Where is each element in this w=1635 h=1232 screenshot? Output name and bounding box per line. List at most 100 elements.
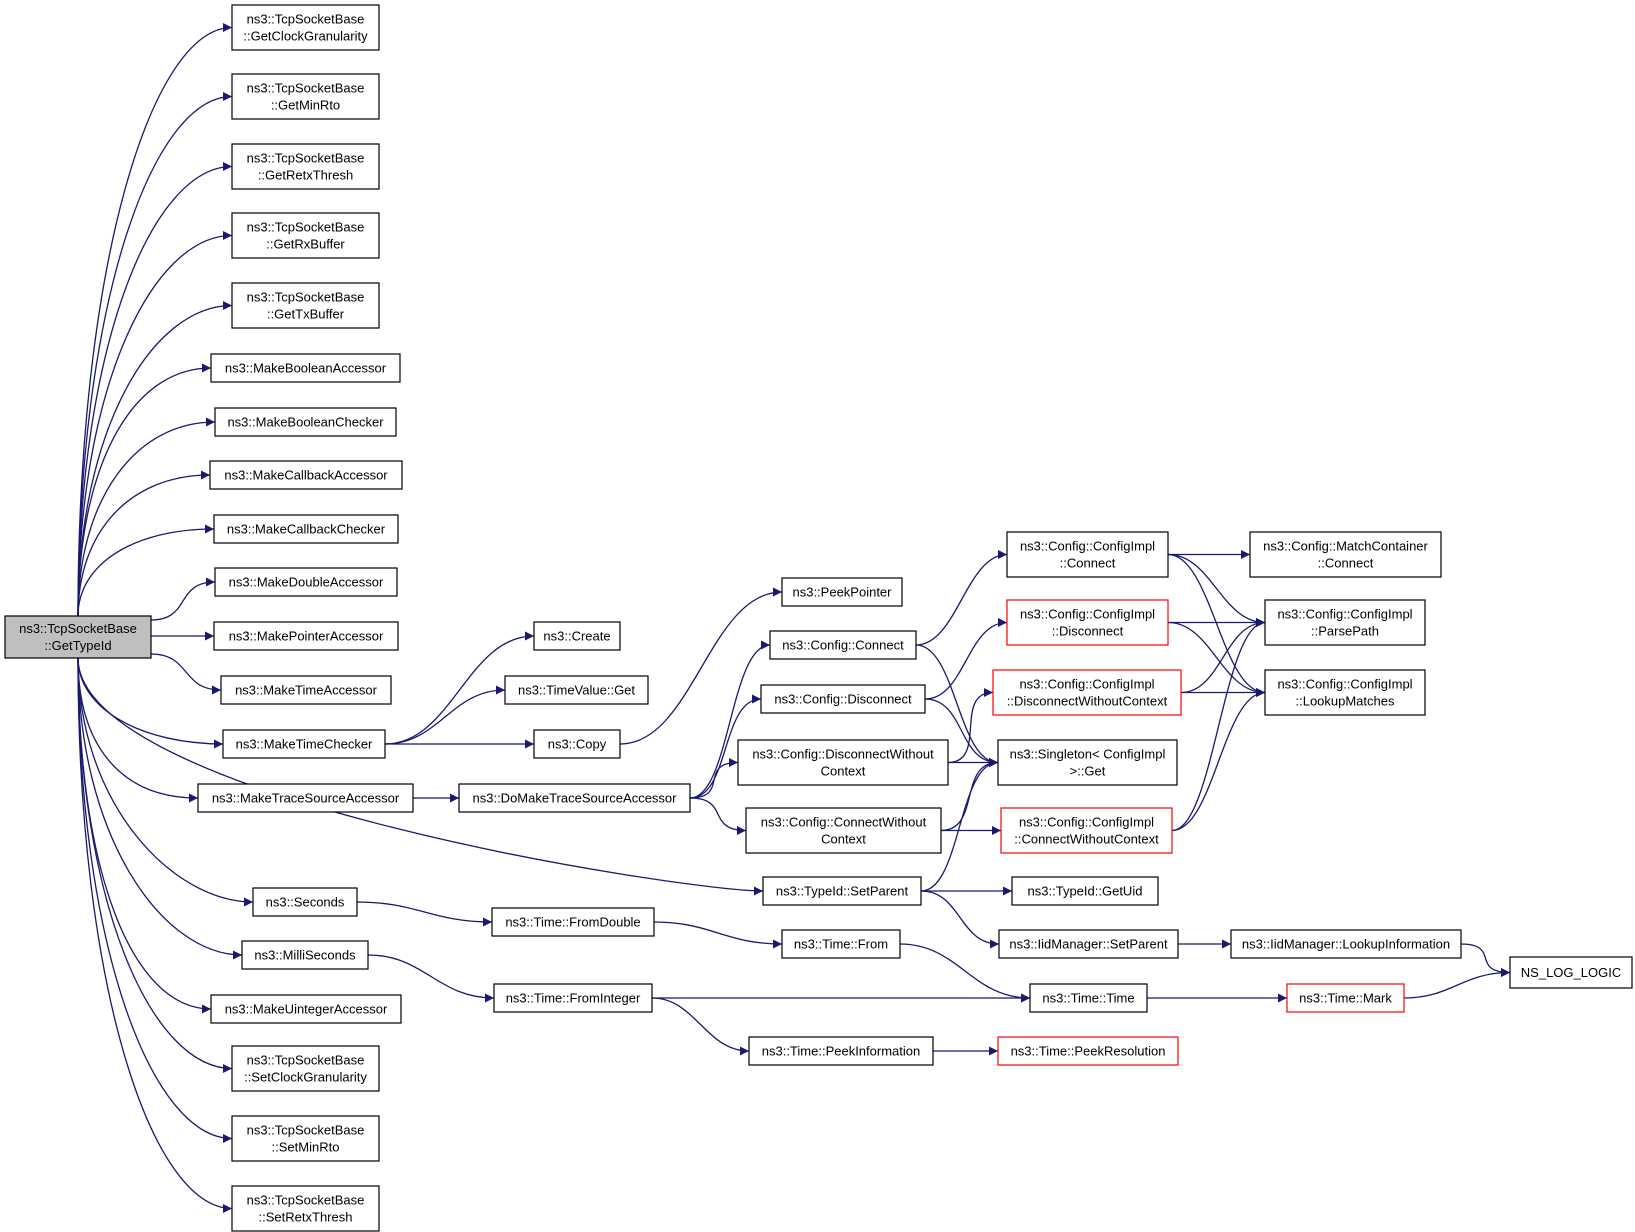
node-config-connect-without-context[interactable]: ns3::Config::ConnectWithoutContext	[745, 807, 942, 854]
node-box	[762, 876, 922, 906]
node-copy[interactable]: ns3::Copy	[533, 729, 621, 759]
node-get-min-rto[interactable]: ns3::TcpSocketBase::GetMinRto	[231, 73, 380, 120]
node-label: ns3::TcpSocketBase	[247, 151, 365, 166]
node-box	[231, 1115, 380, 1162]
node-label: ns3::Time::PeekResolution	[1011, 1044, 1166, 1059]
node-label: ns3::Copy	[548, 737, 607, 752]
node-box	[1249, 531, 1442, 578]
node-config-disconnect-without-context[interactable]: ns3::Config::DisconnectWithoutContext	[737, 739, 949, 786]
node-make-callback-checker[interactable]: ns3::MakeCallbackChecker	[213, 514, 399, 544]
node-box	[533, 729, 621, 759]
node-box	[213, 621, 399, 651]
edge-root-to-make-callback-checker	[77, 524, 215, 617]
node-get-retx-thresh[interactable]: ns3::TcpSocketBase::GetRetxThresh	[231, 143, 380, 190]
node-label: ns3::TcpSocketBase	[247, 220, 365, 235]
node-time-from[interactable]: ns3::Time::From	[781, 929, 901, 959]
node-label: ns3::Time::From	[794, 937, 888, 952]
edge-do-make-trace-source-accessor-to-config-connect	[689, 640, 771, 799]
node-box	[1029, 983, 1148, 1013]
edge-root-to-make-time-checker	[77, 657, 224, 749]
node-ns-log-logic[interactable]: NS_LOG_LOGIC	[1509, 956, 1633, 989]
node-box	[997, 739, 1178, 786]
node-make-trace-source-accessor[interactable]: ns3::MakeTraceSourceAccessor	[197, 783, 414, 813]
node-make-double-accessor[interactable]: ns3::MakeDoubleAccessor	[214, 567, 398, 597]
node-box	[1509, 956, 1633, 989]
node-time-from-integer[interactable]: ns3::Time::FromInteger	[493, 983, 653, 1013]
node-parse-path[interactable]: ns3::Config::ConfigImpl::ParsePath	[1264, 599, 1426, 646]
node-label: ns3::Time::FromDouble	[505, 915, 640, 930]
edge-do-make-trace-source-accessor-to-config-connect-without-context	[689, 797, 747, 835]
edge-time-from-to-time-time	[899, 943, 1031, 1003]
node-iid-manager-set-parent[interactable]: ns3::IidManager::SetParent	[998, 929, 1179, 959]
node-iid-manager-lookup-information[interactable]: ns3::IidManager::LookupInformation	[1230, 929, 1462, 959]
node-label: ns3::Config::ConfigImpl	[1277, 607, 1412, 622]
node-label: ::GetTxBuffer	[267, 307, 345, 322]
node-get-clock-granularity[interactable]: ns3::TcpSocketBase::GetClockGranularity	[231, 4, 380, 51]
node-box	[220, 675, 392, 705]
node-set-retx-thresh[interactable]: ns3::TcpSocketBase::SetRetxThresh	[231, 1185, 380, 1232]
node-label: ::LookupMatches	[1295, 694, 1395, 709]
node-time-peek-information[interactable]: ns3::Time::PeekInformation	[748, 1036, 934, 1066]
node-time-time[interactable]: ns3::Time::Time	[1029, 983, 1148, 1013]
node-singleton-get[interactable]: ns3::Singleton< ConfigImpl>::Get	[997, 739, 1178, 786]
node-make-time-accessor[interactable]: ns3::MakeTimeAccessor	[220, 675, 392, 705]
node-do-make-trace-source-accessor[interactable]: ns3::DoMakeTraceSourceAccessor	[458, 783, 691, 813]
node-set-min-rto[interactable]: ns3::TcpSocketBase::SetMinRto	[231, 1115, 380, 1162]
node-config-impl-disconnect-without-context[interactable]: ns3::Config::ConfigImpl::DisconnectWitho…	[992, 669, 1182, 716]
node-box	[1000, 807, 1173, 854]
edge-root-to-make-trace-source-accessor	[77, 657, 199, 803]
node-make-pointer-accessor[interactable]: ns3::MakePointerAccessor	[213, 621, 399, 651]
node-box	[241, 940, 369, 970]
node-type-id-get-uid[interactable]: ns3::TypeId::GetUid	[1011, 876, 1159, 906]
node-lookup-matches[interactable]: ns3::Config::ConfigImpl::LookupMatches	[1264, 669, 1426, 716]
node-config-impl-connect[interactable]: ns3::Config::ConfigImpl::Connect	[1006, 531, 1169, 578]
node-box	[210, 353, 401, 383]
node-box	[209, 460, 403, 490]
edge-config-connect-to-config-impl-connect	[915, 550, 1008, 646]
node-time-mark[interactable]: ns3::Time::Mark	[1286, 983, 1405, 1013]
node-label: ::GetRxBuffer	[266, 237, 345, 252]
node-make-boolean-accessor[interactable]: ns3::MakeBooleanAccessor	[210, 353, 401, 383]
node-config-connect[interactable]: ns3::Config::Connect	[769, 630, 917, 660]
node-config-disconnect[interactable]: ns3::Config::Disconnect	[760, 684, 926, 714]
node-config-impl-connect-without-context[interactable]: ns3::Config::ConfigImpl::ConnectWithoutC…	[1000, 807, 1173, 854]
node-box	[493, 983, 653, 1013]
node-make-boolean-checker[interactable]: ns3::MakeBooleanChecker	[214, 407, 397, 437]
node-root[interactable]: ns3::TcpSocketBase::GetTypeId	[4, 615, 152, 659]
node-label: ::Disconnect	[1052, 624, 1124, 639]
node-milli-seconds[interactable]: ns3::MilliSeconds	[241, 940, 369, 970]
node-make-uinteger-accessor[interactable]: ns3::MakeUintegerAccessor	[210, 994, 402, 1024]
node-type-id-set-parent[interactable]: ns3::TypeId::SetParent	[762, 876, 922, 906]
edge-time-from-double-to-time-from	[653, 921, 783, 949]
node-box	[197, 783, 414, 813]
node-get-tx-buffer[interactable]: ns3::TcpSocketBase::GetTxBuffer	[231, 282, 380, 329]
node-box	[231, 73, 380, 120]
node-box	[252, 887, 358, 917]
node-peek-pointer[interactable]: ns3::PeekPointer	[781, 577, 903, 607]
edge-config-connect-to-singleton-get	[915, 644, 999, 767]
edge-root-to-make-boolean-checker	[77, 417, 216, 617]
node-time-from-double[interactable]: ns3::Time::FromDouble	[491, 907, 655, 937]
node-box	[769, 630, 917, 660]
node-box	[1230, 929, 1462, 959]
node-label: ::SetRetxThresh	[259, 1210, 353, 1225]
node-time-peek-resolution[interactable]: ns3::Time::PeekResolution	[997, 1036, 1179, 1066]
node-make-time-checker[interactable]: ns3::MakeTimeChecker	[222, 729, 386, 759]
node-get-rx-buffer[interactable]: ns3::TcpSocketBase::GetRxBuffer	[231, 212, 380, 259]
node-seconds[interactable]: ns3::Seconds	[252, 887, 358, 917]
node-box	[1264, 599, 1426, 646]
node-set-clock-granularity[interactable]: ns3::TcpSocketBase::SetClockGranularity	[231, 1045, 380, 1092]
node-time-value-get[interactable]: ns3::TimeValue::Get	[504, 675, 649, 705]
node-label: ns3::Create	[543, 629, 610, 644]
node-label: ns3::TypeId::SetParent	[776, 884, 909, 899]
node-make-callback-accessor[interactable]: ns3::MakeCallbackAccessor	[209, 460, 403, 490]
edge-root-to-make-time-accessor	[150, 653, 222, 695]
node-match-container-connect[interactable]: ns3::Config::MatchContainer::Connect	[1249, 531, 1442, 578]
node-label: ns3::Config::ConfigImpl	[1019, 677, 1154, 692]
node-label: ns3::MakeTraceSourceAccessor	[212, 791, 400, 806]
node-box	[231, 212, 380, 259]
node-create[interactable]: ns3::Create	[533, 621, 621, 651]
node-config-impl-disconnect[interactable]: ns3::Config::ConfigImpl::Disconnect	[1006, 599, 1169, 646]
node-box	[4, 615, 152, 659]
node-box	[992, 669, 1182, 716]
